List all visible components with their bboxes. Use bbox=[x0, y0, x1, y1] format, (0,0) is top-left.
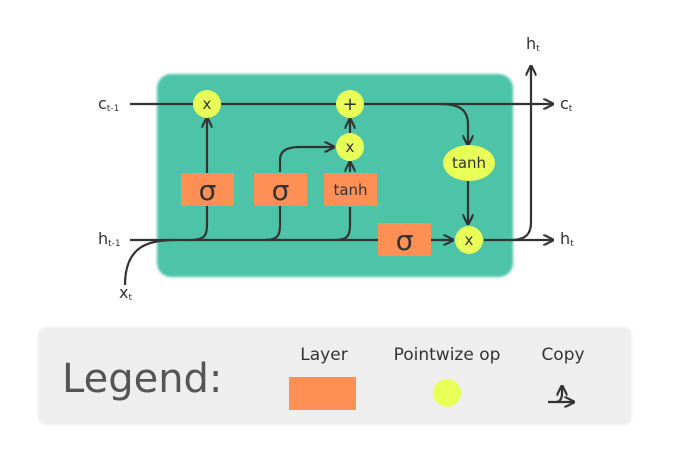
x-label: xt bbox=[119, 283, 132, 303]
input-gate-path bbox=[264, 205, 282, 242]
c-out-label: ct bbox=[560, 94, 573, 114]
candidate-path bbox=[334, 207, 352, 242]
x-input-curve bbox=[123, 238, 176, 286]
forget-gate-layer: σ bbox=[181, 173, 234, 207]
add-op: + bbox=[336, 90, 364, 118]
forget-multiply-op: x bbox=[193, 90, 221, 118]
legend-layer-label: Layer bbox=[300, 345, 347, 365]
svg-text:tanh: tanh bbox=[452, 154, 486, 172]
c-prev-label: ct-1 bbox=[98, 94, 119, 114]
legend-pointwise-swatch bbox=[433, 379, 461, 407]
legend-title: Legend: bbox=[62, 356, 222, 402]
svg-text:+: + bbox=[342, 94, 357, 115]
svg-text:σ: σ bbox=[199, 174, 217, 207]
cell-to-tanh bbox=[439, 102, 468, 145]
svg-text:σ: σ bbox=[272, 174, 290, 207]
tanh-op: tanh bbox=[443, 145, 495, 181]
legend-panel bbox=[38, 327, 632, 425]
output-gate-layer: σ bbox=[378, 223, 431, 257]
forget-path bbox=[189, 205, 209, 242]
svg-text:x: x bbox=[465, 231, 474, 249]
legend-pointwise-label: Pointwize op bbox=[394, 345, 501, 365]
svg-text:σ: σ bbox=[396, 224, 414, 257]
h-up-line bbox=[509, 66, 531, 242]
input-gate-layer: σ bbox=[254, 173, 307, 207]
svg-text:x: x bbox=[203, 95, 212, 113]
svg-text:tanh: tanh bbox=[333, 181, 367, 199]
legend-layer-swatch bbox=[289, 377, 356, 410]
legend-copy-label: Copy bbox=[541, 345, 584, 365]
h-out-right-label: ht bbox=[560, 229, 574, 249]
copy-arrow-icon bbox=[548, 386, 574, 402]
input-gate-to-mult bbox=[278, 147, 334, 172]
input-multiply-op: x bbox=[336, 133, 364, 161]
output-multiply-op: x bbox=[455, 226, 483, 254]
svg-text:x: x bbox=[346, 138, 355, 156]
h-prev-label: ht-1 bbox=[98, 229, 121, 249]
candidate-layer: tanh bbox=[324, 173, 377, 206]
h-out-top-label: ht bbox=[526, 34, 540, 54]
